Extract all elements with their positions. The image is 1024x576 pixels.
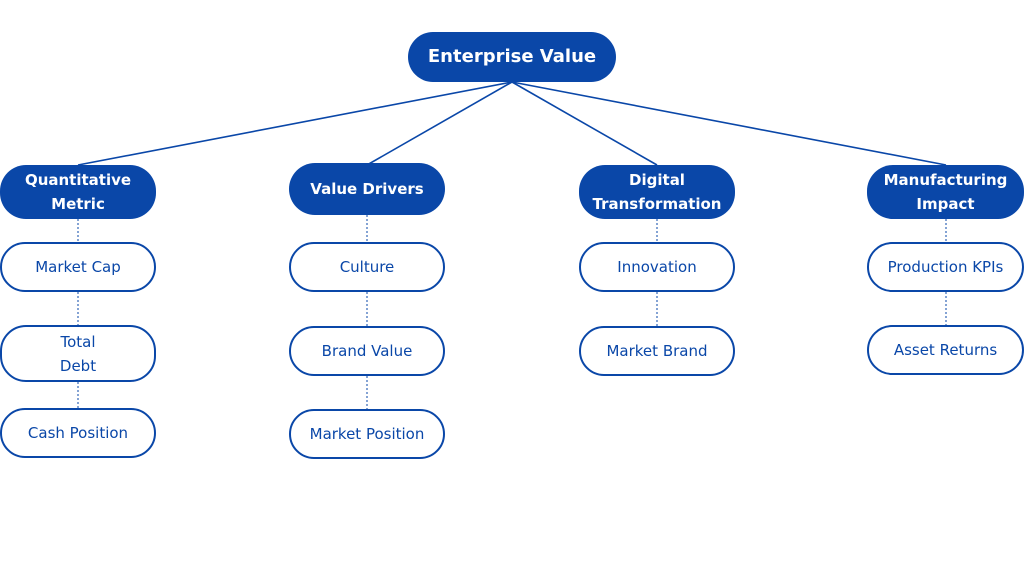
category-node-manufacturing-impact: Manufacturing Impact [867,165,1024,219]
connector-root-quantitative [77,81,513,166]
leaf-node-cash-position: Cash Position [0,408,156,458]
category-node-quantitative-metric: Quantitative Metric [0,165,156,219]
leaf-node-production-kpis: Production KPIs [867,242,1024,292]
category-node-value-drivers: Value Drivers [289,163,445,215]
leaf-node-market-position: Market Position [289,409,445,459]
category-node-digital-transformation: Digital Transformation [579,165,735,219]
leaf-node-asset-returns: Asset Returns [867,325,1024,375]
leaf-node-innovation: Innovation [579,242,735,292]
leaf-node-market-cap: Market Cap [0,242,156,292]
leaf-node-culture: Culture [289,242,445,292]
connector-root-digital [511,81,658,166]
connector-root-value-drivers [366,81,513,166]
leaf-node-brand-value: Brand Value [289,326,445,376]
leaf-node-total-debt: Total Debt [0,325,156,382]
connector-root-manufacturing [511,81,947,166]
root-node-enterprise-value: Enterprise Value [408,32,616,82]
leaf-node-market-brand: Market Brand [579,326,735,376]
